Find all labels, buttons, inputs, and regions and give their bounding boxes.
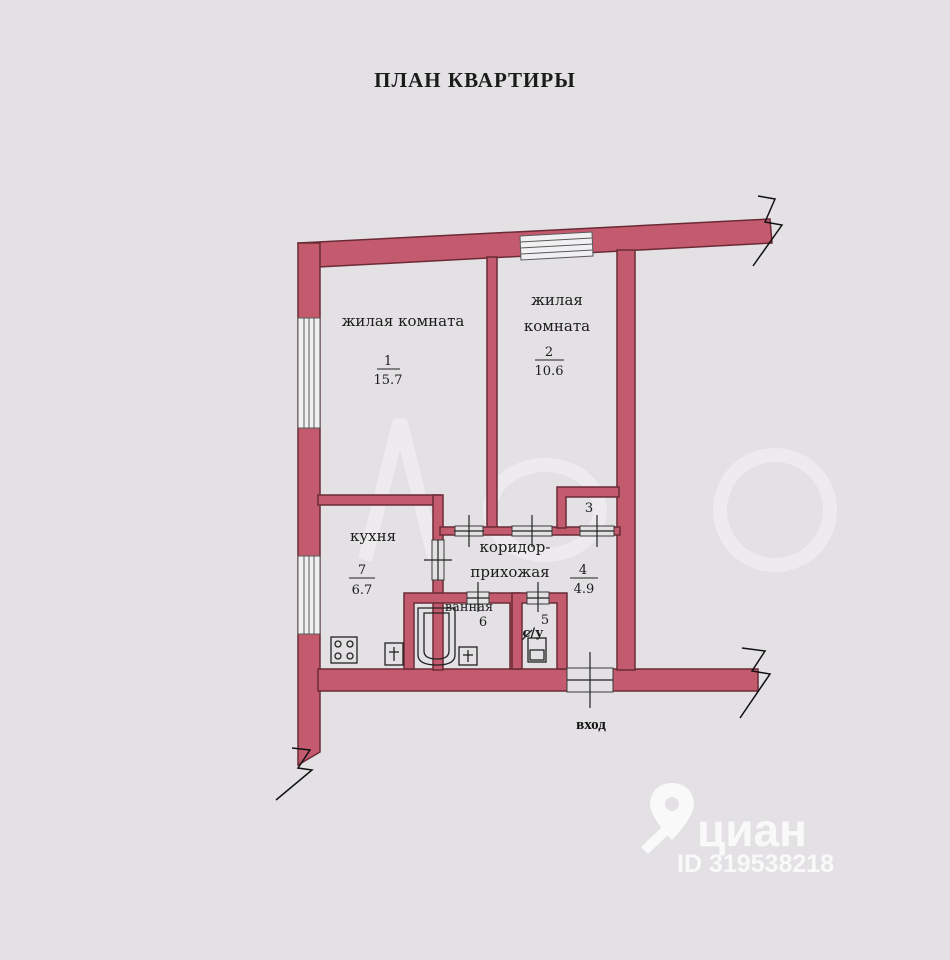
window-left-room1 xyxy=(297,317,321,429)
entrance-label: вход xyxy=(576,717,606,733)
fixtures xyxy=(330,607,547,666)
map-pin-icon xyxy=(641,783,694,854)
stove-icon xyxy=(330,636,358,664)
break-marks xyxy=(275,195,784,801)
room-1-number: 1 xyxy=(384,354,392,369)
wall-partition-1-2 xyxy=(486,256,498,532)
room-5-name: с/у xyxy=(523,626,545,641)
room-6-name: ванная xyxy=(445,600,493,615)
wall-right-inner xyxy=(616,249,636,671)
wall-closet-3 xyxy=(556,486,620,529)
room-7-number: 7 xyxy=(358,563,366,578)
room-2-area: 10.6 xyxy=(535,364,564,379)
room-4-name-line2: прихожая xyxy=(470,563,549,581)
wall-wc xyxy=(511,592,568,670)
room-6-number: 6 xyxy=(479,615,487,630)
windows xyxy=(297,231,594,635)
room-7-area: 6.7 xyxy=(352,583,373,598)
room-7-name: кухня xyxy=(350,527,396,545)
wall-kitchen-right xyxy=(432,494,444,671)
room-labels: жилая комната 1 15.7 жилая комната 2 10.… xyxy=(342,291,607,733)
watermark: циан ID 319538218 xyxy=(641,783,834,878)
room-3-number: 3 xyxy=(585,501,593,516)
room-1-area: 15.7 xyxy=(374,373,403,388)
bathroom-sink-icon xyxy=(458,646,478,666)
room-4-name-line1: коридор- xyxy=(480,538,551,556)
plan-title: ПЛАН КВАРТИРЫ xyxy=(374,68,576,92)
kitchen-sink-icon xyxy=(384,642,404,666)
room-2-name-line1: жилая xyxy=(531,291,583,309)
room-2-name-line2: комната xyxy=(524,317,590,335)
toilet-icon xyxy=(527,637,547,663)
room-2-number: 2 xyxy=(545,345,553,360)
wall-kitchen-top xyxy=(317,494,441,506)
watermark-brand: циан xyxy=(697,804,807,856)
wall-bottom xyxy=(317,668,759,692)
bathtub-icon xyxy=(417,607,456,666)
room-5-number: 5 xyxy=(541,613,549,628)
window-left-kitchen xyxy=(297,555,321,635)
room-4-area: 4.9 xyxy=(574,582,595,597)
door-ticks xyxy=(424,515,614,708)
room-4-number: 4 xyxy=(579,563,587,578)
watermark-id: ID 319538218 xyxy=(677,850,834,878)
room-1-name: жилая комната xyxy=(342,312,465,330)
window-top xyxy=(519,231,594,261)
